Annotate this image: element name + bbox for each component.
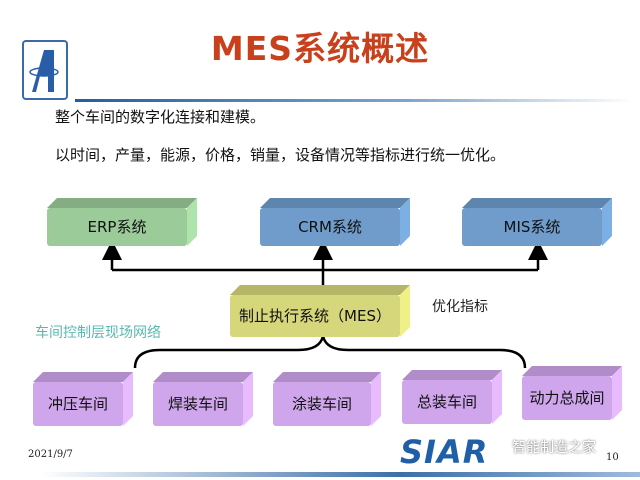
- erp-system-box: ERP系统: [47, 198, 197, 246]
- company-logo: [22, 40, 68, 100]
- bullet-line: 整个车间的数字化连接和建模。: [55, 108, 266, 126]
- watermark: 智能制造之家: [512, 440, 596, 456]
- brand-logo: SIAR: [400, 433, 489, 471]
- crm-system-box-label: CRM系统: [260, 208, 400, 246]
- workshop-box: 动力总成间: [522, 366, 622, 420]
- workshop-box: 焊装车间: [153, 372, 253, 426]
- workshop-box: 冲压车间: [33, 372, 133, 426]
- box-text: ERP系统: [87, 217, 147, 236]
- mis-system-box: MIS系统: [462, 198, 612, 246]
- workshop-box-label: 总装车间: [402, 380, 492, 424]
- box-text: MIS系统: [503, 217, 561, 236]
- crm-system-box: CRM系统: [260, 198, 410, 246]
- footer-divider: [40, 472, 640, 477]
- box-text: 涂装车间: [291, 394, 352, 413]
- workshop-box-label: 冲压车间: [33, 382, 123, 426]
- erp-system-box-label: ERP系统: [47, 208, 187, 246]
- slide-title: MES系统概述: [210, 29, 430, 68]
- brace: [133, 335, 527, 369]
- box-text: 焊装车间: [167, 394, 228, 413]
- box-text: （MES）: [329, 306, 391, 325]
- workshop-box-label: 焊装车间: [153, 382, 243, 426]
- box-text: 动力总成间: [529, 388, 605, 407]
- box-text: 制止执行系统: [239, 306, 330, 325]
- network-label: 车间控制层现场网络: [35, 325, 161, 341]
- page-number: 10: [606, 452, 619, 463]
- footer-date: 2021/9/7: [28, 449, 73, 460]
- workshop-box-label: 涂装车间: [273, 382, 371, 426]
- box-text: 冲压车间: [47, 394, 108, 413]
- workshop-box: 总装车间: [402, 370, 502, 424]
- mes-box-label: 制止执行系统（MES）: [230, 295, 400, 337]
- workshop-box: 涂装车间: [273, 372, 381, 426]
- title-divider: [75, 99, 635, 102]
- optimize-label: 优化指标: [432, 299, 488, 315]
- mis-system-box-label: MIS系统: [462, 208, 602, 246]
- bullet-line: 以时间，产量，能源，价格，销量，设备情况等指标进行统一优化。: [55, 146, 506, 164]
- box-text: 总装车间: [416, 392, 477, 411]
- mes-box: 制止执行系统（MES）: [230, 285, 410, 337]
- box-text: CRM系统: [298, 217, 362, 236]
- workshop-box-label: 动力总成间: [522, 376, 612, 420]
